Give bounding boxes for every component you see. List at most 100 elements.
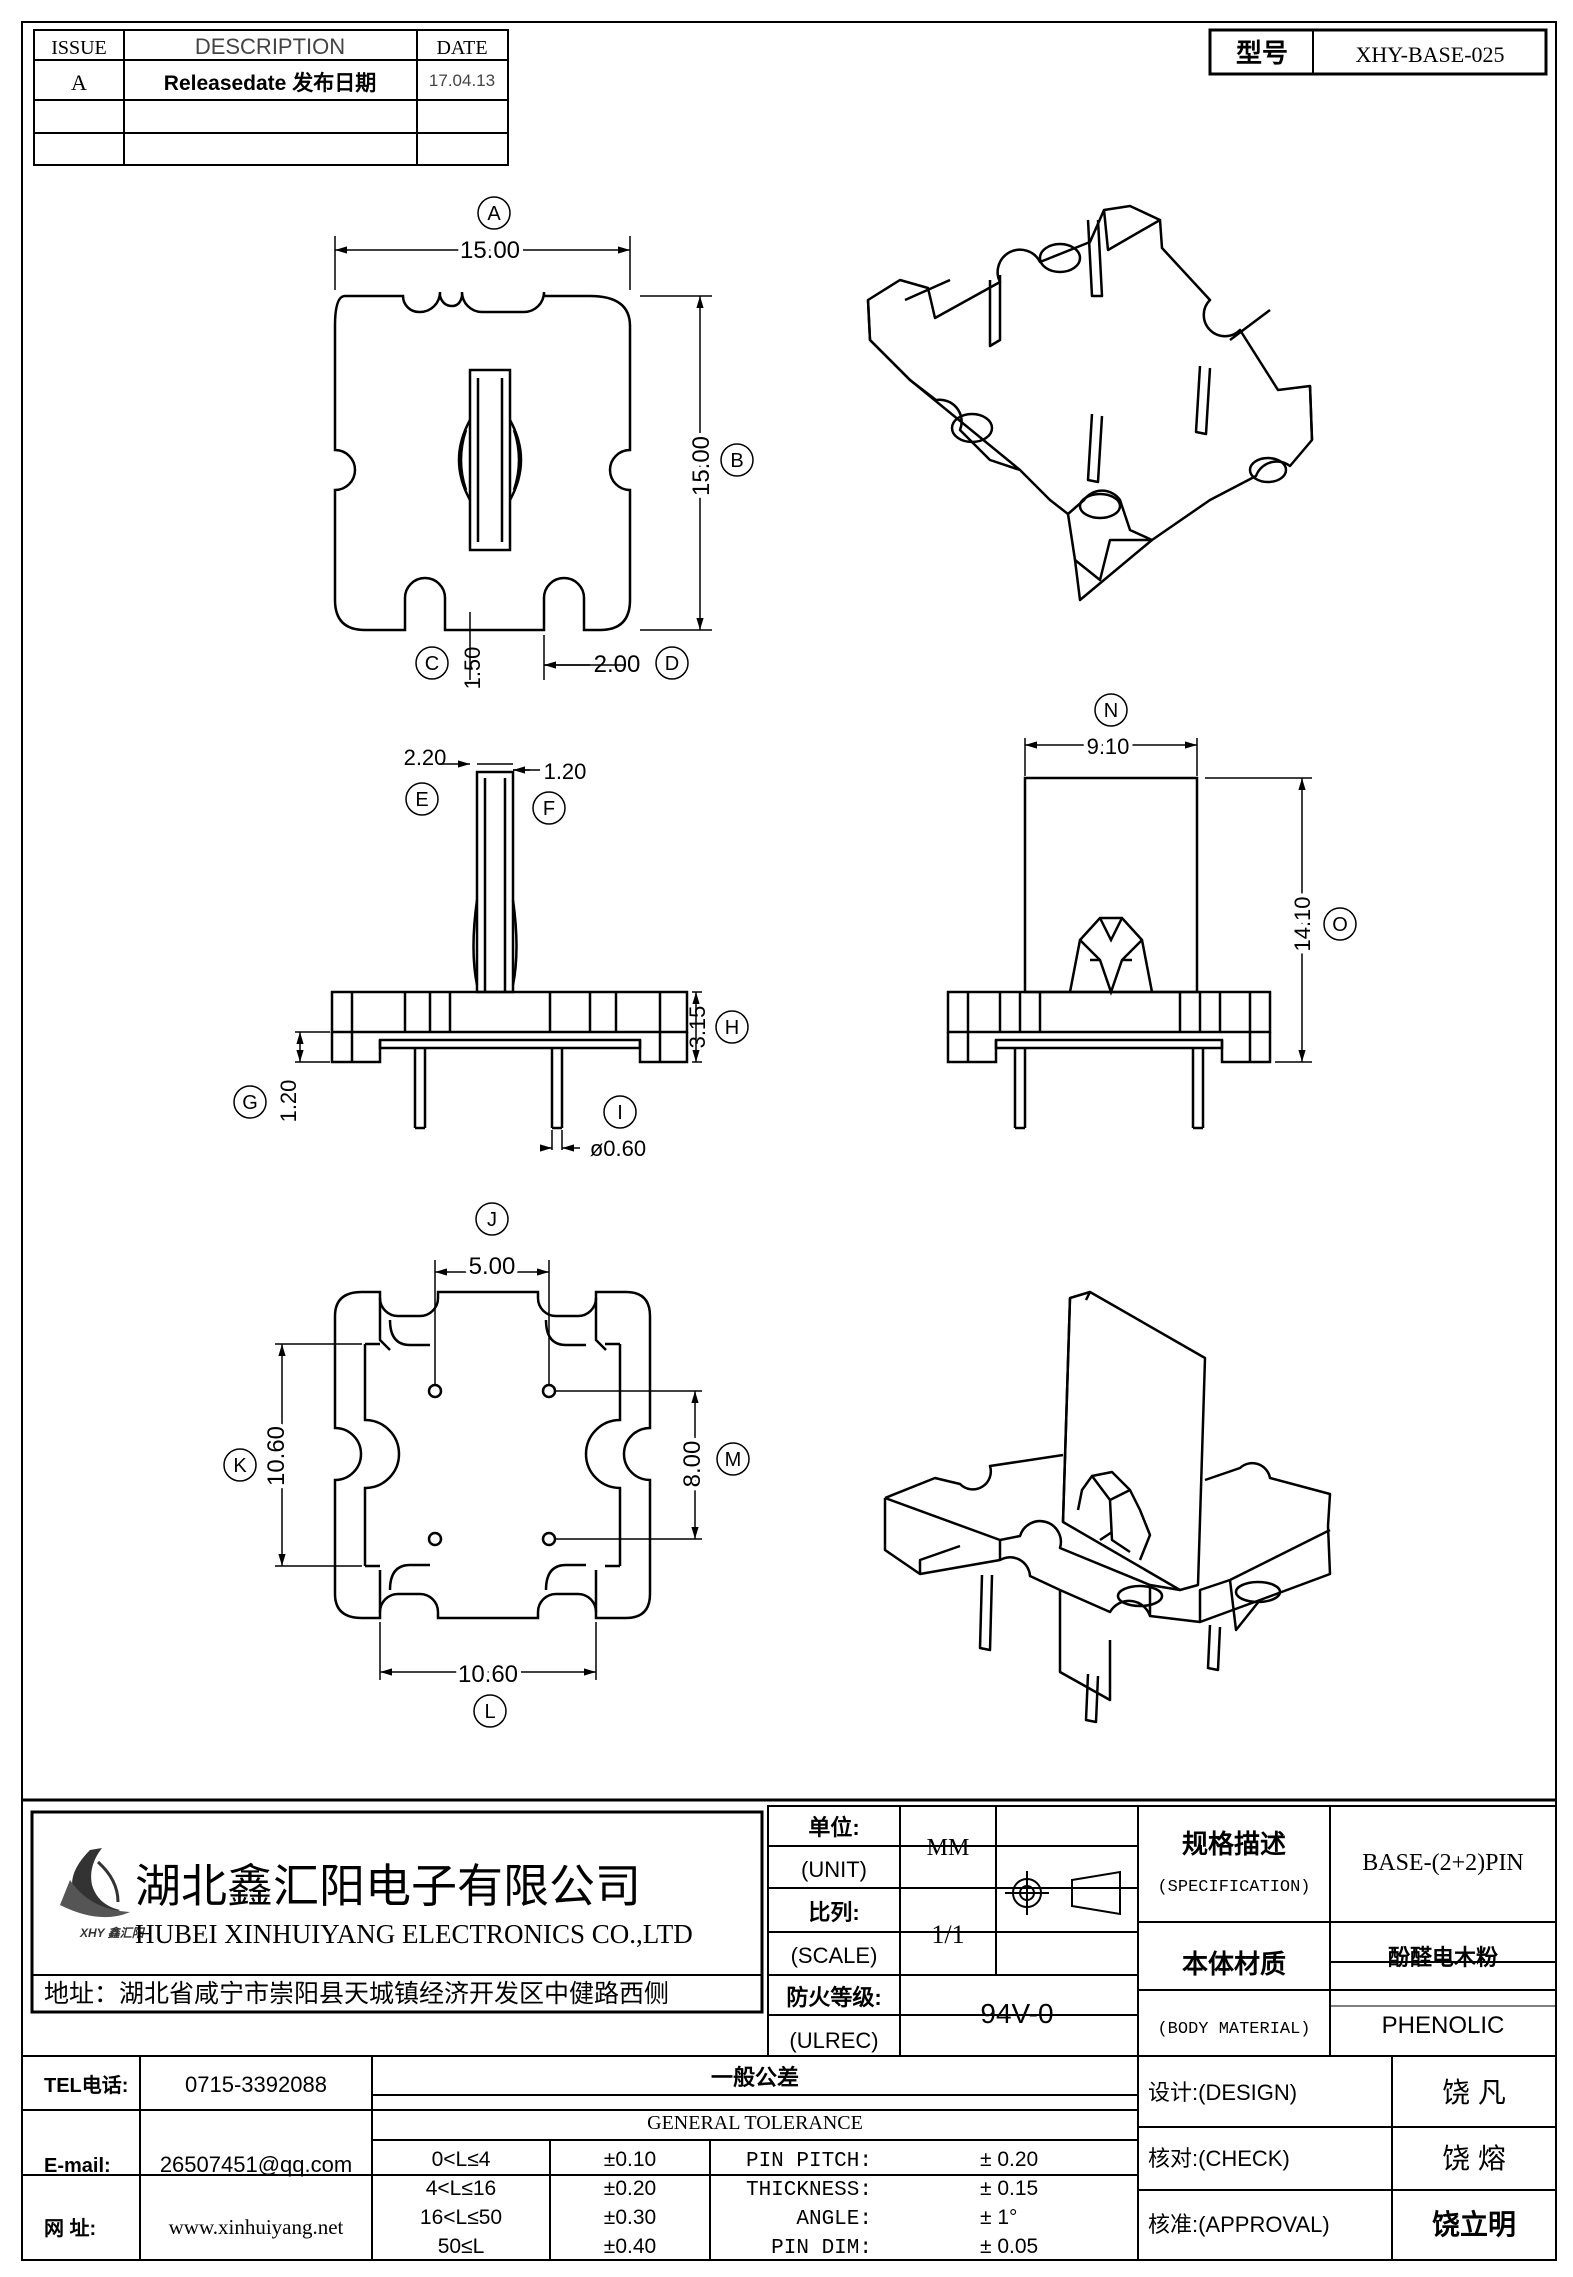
model-label: 型号 [1236, 38, 1288, 68]
scale-value: 1/1 [931, 1920, 964, 1949]
dim-O-value: 14.10 [1290, 896, 1315, 951]
tol-name-3: PIN DIM: [771, 2237, 872, 2260]
label-N: N [1104, 700, 1118, 722]
dim-O-bg: 14.10 [1290, 896, 1315, 951]
title-block-lines [21, 1798, 1557, 2261]
tolerance-title-cn: 一般公差 [711, 2065, 799, 2090]
tol-value-0: ±0.10 [604, 2148, 656, 2171]
web-value: www.xinhuiyang.net [169, 2215, 344, 2239]
label-H: H [725, 1017, 739, 1039]
material-label: 本体材质 [1182, 1949, 1286, 1979]
dim-A-bg: 15.00 [460, 237, 520, 264]
tol-range-2: 16<L≤50 [420, 2206, 502, 2229]
check-label: 核对:(CHECK) [1148, 2146, 1290, 2171]
revision-table [33, 29, 509, 166]
dim-B-bg: 15.00 [688, 436, 715, 496]
label-F: F [543, 798, 555, 820]
unit-value: MM [927, 1835, 970, 1861]
dim-C-value: 1.50 [460, 647, 485, 690]
unit-label: 单位: [808, 1815, 859, 1840]
tol-spec-2: ± 1° [980, 2206, 1017, 2229]
approval-label: 核准:(APPROVAL) [1148, 2212, 1330, 2237]
company-address: 地址：湖北省咸宁市崇阳县天城镇经济开发区中健路西侧 [44, 1980, 669, 2008]
spec-value: BASE-(2+2)PIN [1362, 1850, 1524, 1876]
logo-text: XHY 鑫汇阳 [79, 1926, 146, 1940]
design-name: 饶 凡 [1442, 2077, 1506, 2108]
spec-label: 规格描述 [1182, 1829, 1286, 1859]
email-label: E-mail: [44, 2155, 111, 2177]
front-view [330, 770, 689, 1130]
rev-date-a: 17.04.13 [429, 71, 495, 90]
label-L: L [484, 1701, 495, 1723]
tol-value-1: ±0.20 [604, 2177, 656, 2200]
company-logo: XHY 鑫汇阳 [60, 1848, 146, 1940]
company-name-cn: 湖北鑫汇阳电子有限公司 [135, 1860, 641, 1912]
rev-header-date: DATE [436, 37, 487, 59]
scale-label: 比列: [808, 1900, 859, 1925]
bottom-view [333, 1290, 652, 1620]
projection-symbol-icon [1005, 1870, 1121, 1916]
tol-name-0: PIN PITCH: [746, 2150, 872, 2173]
dim-E-value: 2.20 [404, 745, 447, 770]
check-name: 饶 熔 [1442, 2143, 1506, 2174]
fire-label: 防火等级: [786, 1985, 881, 2010]
spec-label-en: (SPECIFICATION) [1157, 1878, 1310, 1897]
dim-M-value: 8.00 [679, 1441, 706, 1488]
tel-value: 0715-3392088 [185, 2072, 327, 2097]
tolerance-title-en: GENERAL TOLERANCE [647, 2112, 863, 2134]
label-D: D [665, 653, 679, 675]
dim-G-value: 1.20 [276, 1080, 301, 1123]
label-C: C [425, 653, 439, 675]
label-K: K [233, 1455, 247, 1477]
label-B: B [730, 450, 743, 472]
dim-L-value: 10.60 [458, 1661, 518, 1688]
dim-N-value: 9.10 [1087, 734, 1130, 759]
tol-range-0: 0<L≤4 [432, 2148, 491, 2171]
tel-label: TEL电话: [44, 2074, 128, 2097]
dim-K-value: 10.60 [263, 1426, 290, 1486]
tol-spec-3: ± 0.05 [980, 2235, 1038, 2258]
dim-D-value: 2.00 [594, 651, 641, 678]
tol-value-3: ±0.40 [604, 2235, 656, 2258]
tol-spec-0: ± 0.20 [980, 2148, 1038, 2171]
unit-label-en: (UNIT) [801, 1857, 867, 1882]
dim-L-bg: 10.60 [458, 1661, 518, 1688]
tol-name-1: THICKNESS: [746, 2179, 872, 2202]
model-box [1208, 28, 1548, 76]
iso-view-bottom [883, 1290, 1332, 1724]
dim-J-bg: 5.00 [469, 1253, 516, 1280]
dim-K-bg: 10.60 [263, 1426, 290, 1486]
scale-label-en: (SCALE) [791, 1943, 878, 1968]
fire-value: 94V-0 [980, 1998, 1053, 2029]
tol-range-1: 4<L≤16 [426, 2177, 497, 2200]
tol-range-3: 50≤L [438, 2235, 485, 2258]
tol-value-2: ±0.30 [604, 2206, 656, 2229]
company-name-en: HUBEI XINHUIYANG ELECTRONICS CO.,LTD [135, 1919, 693, 1949]
top-view [333, 291, 632, 632]
dim-H-value: 3.15 [685, 1006, 710, 1049]
label-A: A [487, 203, 501, 225]
label-I: I [617, 1102, 623, 1124]
rev-issue-a: A [71, 70, 87, 95]
dim-N-bg: 9.10 [1087, 734, 1130, 759]
front-view-dims [233, 760, 749, 1152]
label-J: J [487, 1209, 497, 1231]
rev-header-description: DESCRIPTION [195, 34, 345, 59]
material-value-en: PHENOLIC [1382, 2012, 1505, 2039]
dim-B-value: 15.00 [688, 436, 715, 496]
dim-J-value: 5.00 [469, 1253, 516, 1280]
tol-name-2: ANGLE: [796, 2208, 872, 2231]
web-label: 网 址: [44, 2217, 96, 2240]
rev-header-issue: ISSUE [51, 37, 107, 59]
dim-A-value: 15.00 [460, 237, 520, 264]
material-label-en: (BODY MATERIAL) [1157, 2020, 1310, 2039]
rev-description-a: Releasedate 发布日期 [164, 71, 376, 95]
tol-spec-1: ± 0.15 [980, 2177, 1038, 2200]
dim-M-bg: 8.00 [679, 1441, 706, 1488]
email-value: 26507451@qq.com [160, 2152, 352, 2177]
material-value-cn: 酚醛电木粉 [1388, 1945, 1498, 1970]
design-label: 设计:(DESIGN) [1148, 2080, 1297, 2105]
label-O: O [1332, 914, 1348, 936]
dim-I-value: ø0.60 [590, 1136, 646, 1161]
